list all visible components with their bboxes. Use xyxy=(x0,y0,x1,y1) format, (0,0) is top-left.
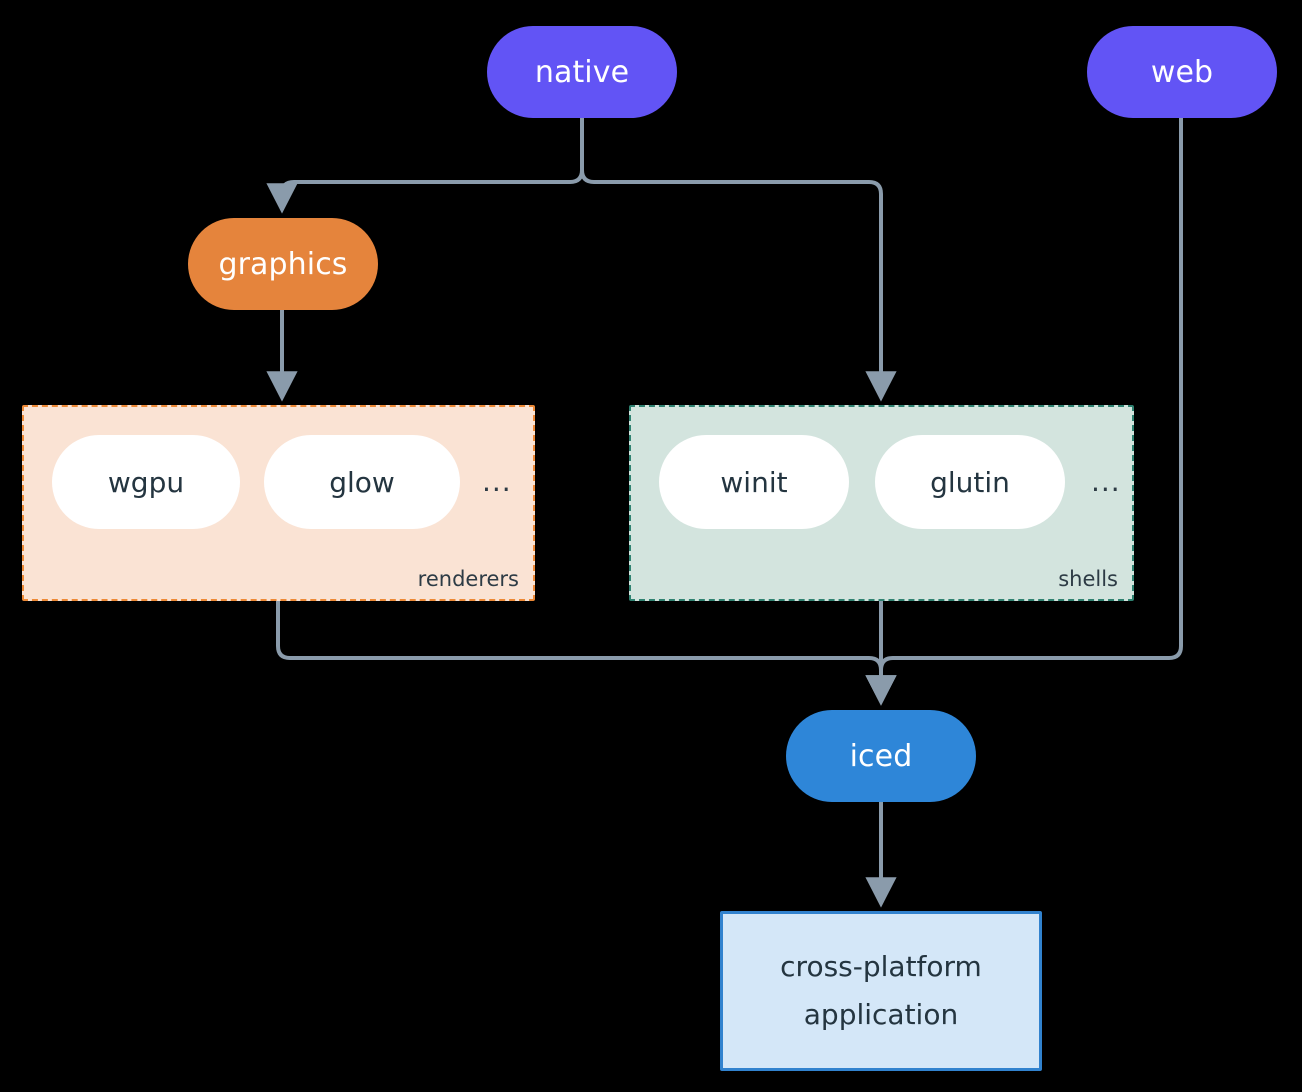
application-label-line1: cross-platform xyxy=(780,950,982,984)
node-web-label: web xyxy=(1150,54,1214,90)
node-graphics-label: graphics xyxy=(218,246,348,282)
node-graphics[interactable]: graphics xyxy=(188,218,378,310)
chip-glow-label: glow xyxy=(329,465,395,499)
node-cross-platform-application[interactable]: cross-platform application xyxy=(720,911,1042,1071)
chip-winit-label: winit xyxy=(720,465,788,499)
node-native[interactable]: native xyxy=(487,26,677,118)
group-renderers: wgpu glow ... renderers xyxy=(22,405,535,601)
node-iced[interactable]: iced xyxy=(786,710,976,802)
group-renderers-label: renderers xyxy=(417,567,519,591)
chip-glow[interactable]: glow xyxy=(264,435,460,529)
node-web[interactable]: web xyxy=(1087,26,1277,118)
edge-native-to-shells xyxy=(580,168,897,402)
node-iced-label: iced xyxy=(849,738,913,774)
group-shells: winit glutin ... shells xyxy=(629,405,1134,601)
chip-wgpu-label: wgpu xyxy=(107,465,185,499)
edge-renderers-to-iced xyxy=(276,599,897,706)
edge-native-to-graphics xyxy=(266,116,584,214)
chip-wgpu[interactable]: wgpu xyxy=(52,435,240,529)
node-native-label: native xyxy=(534,54,630,90)
chip-glutin-label: glutin xyxy=(930,465,1010,499)
application-label-line2: application xyxy=(803,998,959,1031)
chip-glutin[interactable]: glutin xyxy=(875,435,1065,529)
chip-winit[interactable]: winit xyxy=(659,435,849,529)
renderers-more-ellipsis: ... xyxy=(482,465,512,498)
shells-more-ellipsis: ... xyxy=(1091,465,1121,498)
group-shells-label: shells xyxy=(1058,567,1118,591)
